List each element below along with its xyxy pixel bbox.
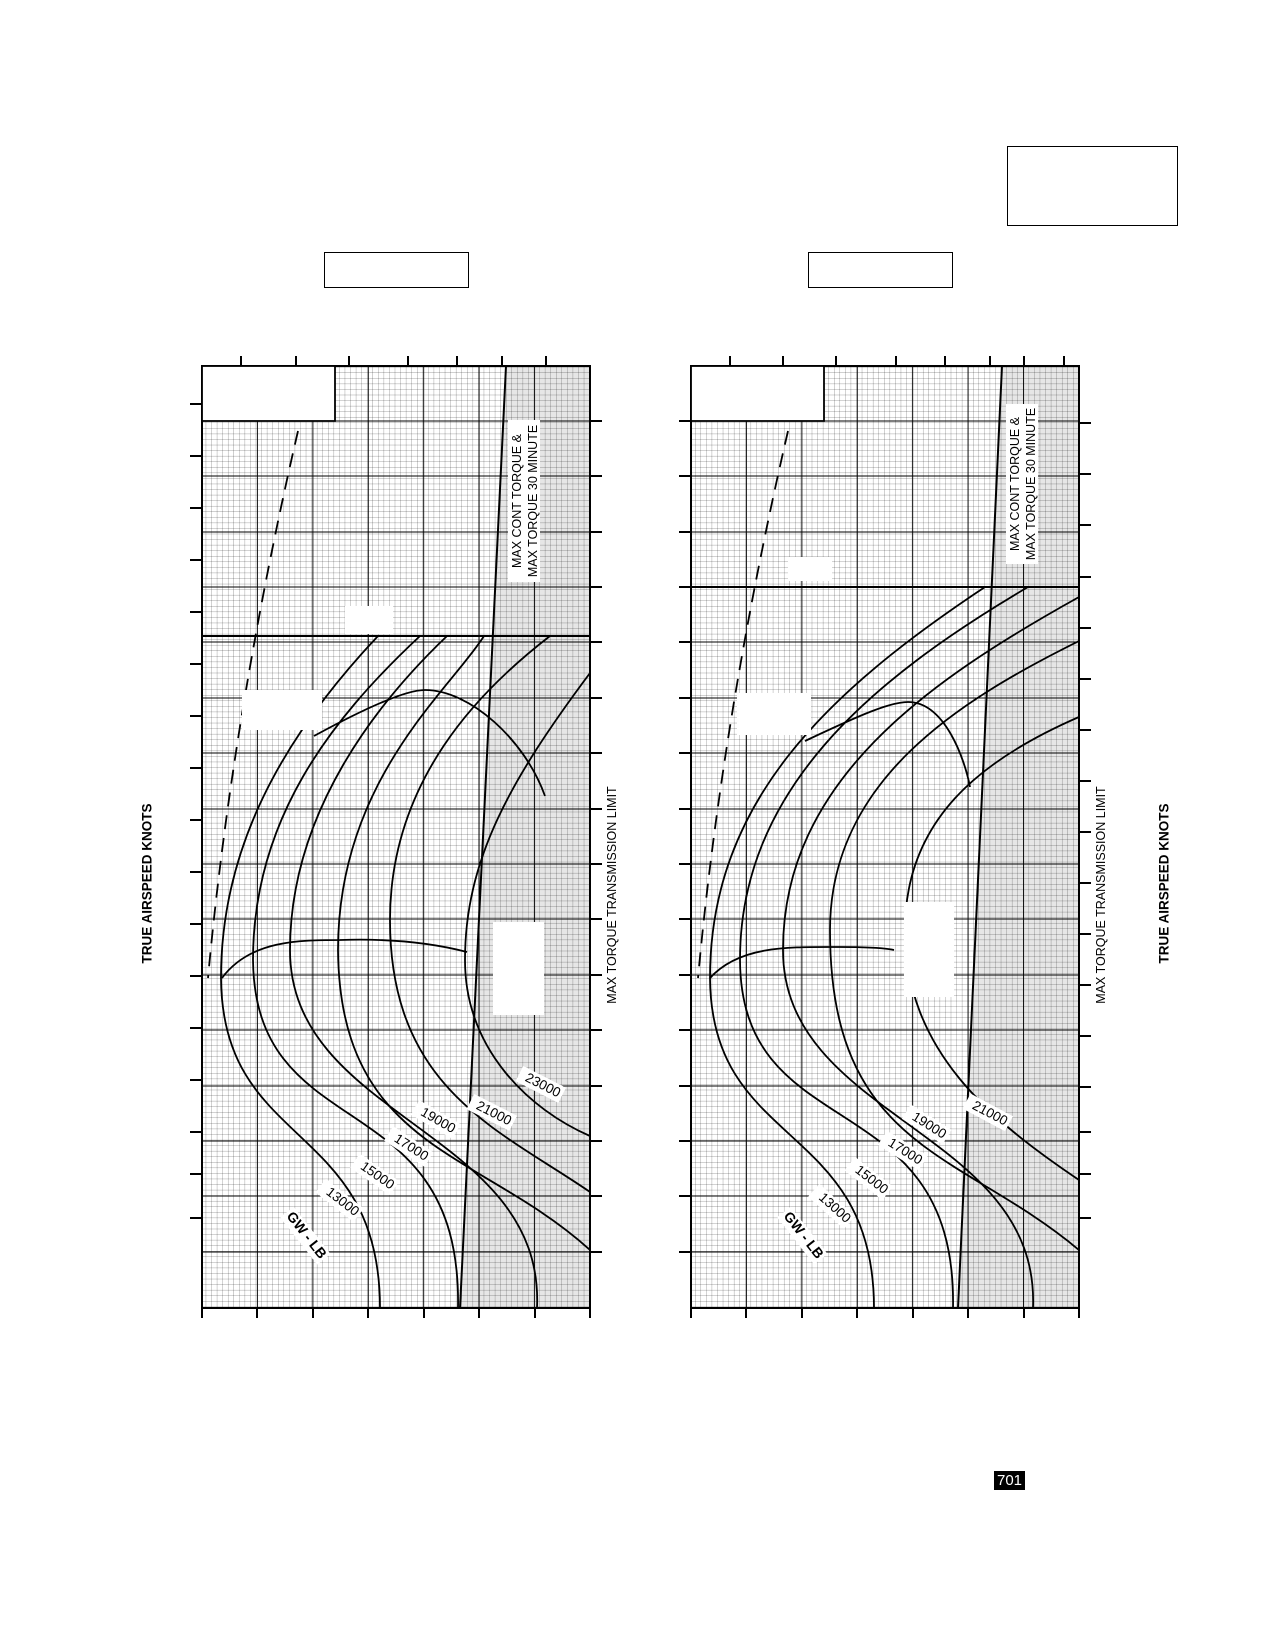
chart1-whiteout-3 xyxy=(493,922,544,1015)
chart1-dashed-line xyxy=(207,430,299,979)
chart1-major-grid xyxy=(202,366,590,1308)
chart1-lower-boundary xyxy=(221,938,468,979)
chart1-corner-box xyxy=(201,365,336,422)
chart2-title-box xyxy=(808,252,953,288)
chart1-whiteout-2 xyxy=(242,690,322,730)
chart2-lower-boundary xyxy=(709,946,895,979)
chart2-max-torque-line xyxy=(957,366,1003,1308)
chart1-max-torque-line xyxy=(459,366,507,1308)
chart1-curve-17000 xyxy=(289,635,538,1308)
chart2-curve-15000 xyxy=(739,586,1029,1308)
chart2-dashed-line xyxy=(697,430,789,979)
chart2-frame xyxy=(690,365,1080,1309)
chart1-max-cont-line1: MAX CONT TORQUE & xyxy=(510,433,524,568)
chart1-transmission-limit-label: MAX TORQUE TRANSMISSION LIMIT xyxy=(605,786,619,1004)
chart2-ticks xyxy=(679,356,1091,1318)
chart2: MAX CONT TORQUE & MAX TORQUE 30 MINUTE M… xyxy=(679,356,1108,1318)
chart2-max-cont-label-bg xyxy=(1006,404,1038,564)
chart1-curve-21000 xyxy=(389,635,590,1193)
chart2-upper-boundary xyxy=(804,701,971,788)
chart1-curve-15000 xyxy=(252,635,459,1308)
chart1-curve-13000 xyxy=(220,635,381,1308)
chart2-corner-box xyxy=(690,365,825,422)
chart1-whiteout-1 xyxy=(345,606,393,634)
chart2-whiteout-3 xyxy=(904,902,954,997)
chart1: MAX CONT TORQUE & MAX TORQUE 30 MINUTE M… xyxy=(190,356,619,1318)
chart2-curve-19000 xyxy=(829,640,1079,1251)
chart1-upper-boundary xyxy=(313,689,546,797)
chart1-max-cont-label-bg xyxy=(508,420,540,582)
chart1-curve-19000 xyxy=(337,635,590,1251)
chart1-title-box xyxy=(324,252,469,288)
chart1-ticks xyxy=(190,356,602,1318)
chart2-whiteout-1 xyxy=(788,557,832,581)
header-right-box xyxy=(1007,146,1178,226)
chart2-max-cont-line1: MAX CONT TORQUE & xyxy=(1008,416,1022,551)
chart2-whiteout-2 xyxy=(737,693,811,735)
page-number: 701 xyxy=(994,1471,1026,1490)
chart2-max-cont-line2: MAX TORQUE 30 MINUTE xyxy=(1024,408,1038,560)
chart1-frame xyxy=(201,365,591,1309)
chart1-max-cont-line2: MAX TORQUE 30 MINUTE xyxy=(526,425,540,577)
chart2-transmission-limit-label: MAX TORQUE TRANSMISSION LIMIT xyxy=(1094,786,1108,1004)
